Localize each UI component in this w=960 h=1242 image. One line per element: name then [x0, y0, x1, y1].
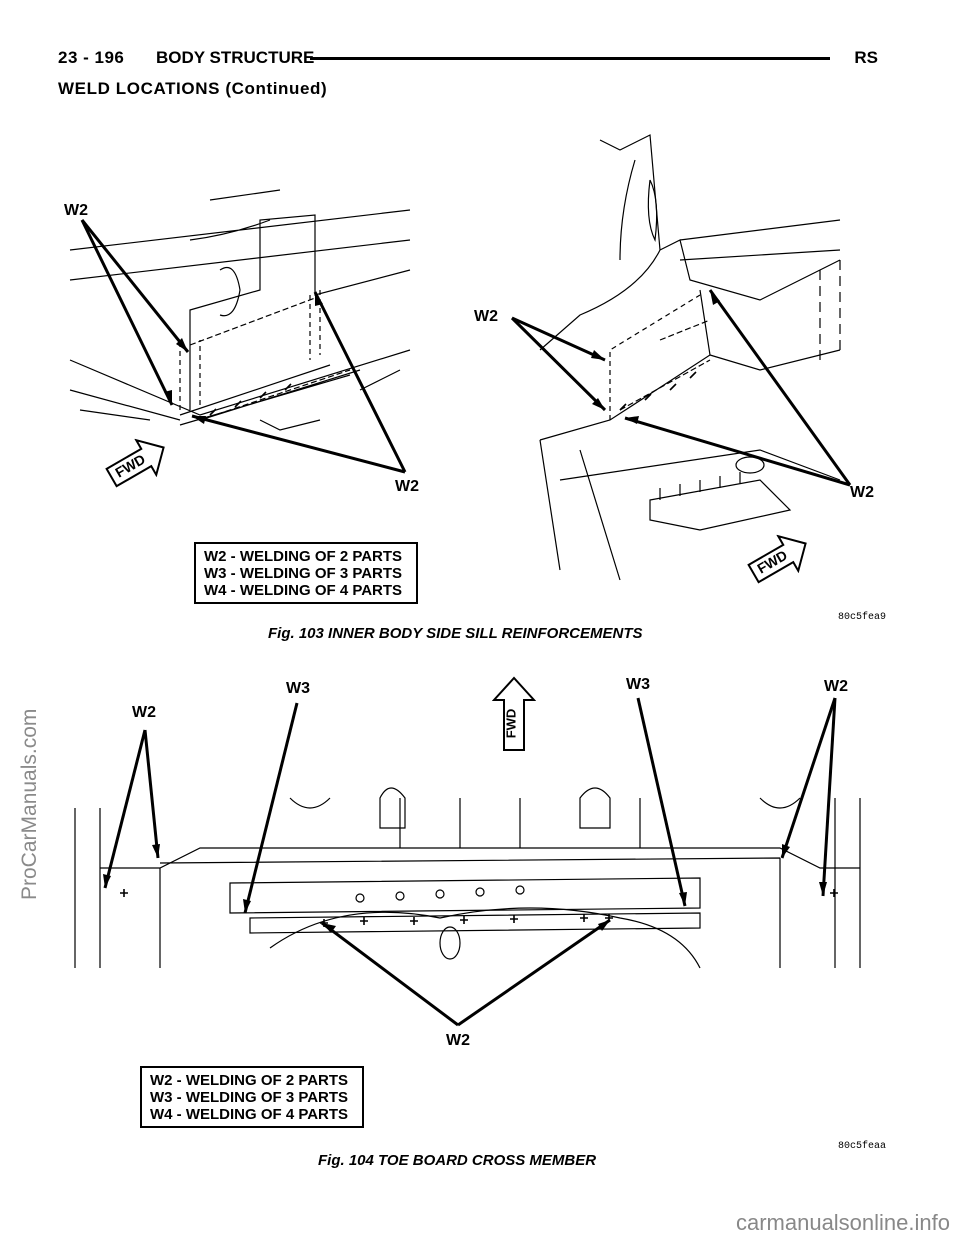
side-watermark-text: ProCarManuals.com: [18, 708, 41, 900]
side-watermark: ProCarManuals.com: [8, 520, 48, 900]
weld-legend: W2 - WELDING OF 2 PARTS W3 - WELDING OF …: [140, 1066, 364, 1128]
page-number: 23 - 196: [58, 48, 125, 67]
figure-caption: Fig. 104 TOE BOARD CROSS MEMBER: [318, 1152, 597, 1169]
right-arrows: [510, 289, 852, 487]
legend-w2: W2 - WELDING OF 2 PARTS: [204, 548, 403, 565]
legend-w3: W3 - WELDING OF 3 PARTS: [204, 565, 403, 582]
callout-w2-right: W2: [824, 678, 848, 695]
legend-w4: W4 - WELDING OF 4 PARTS: [204, 582, 403, 599]
arrows: [103, 697, 837, 1027]
figure-104-drawing: [74, 697, 861, 1027]
weld-legend: W2 - WELDING OF 2 PARTS W3 - WELDING OF …: [194, 542, 418, 604]
legend-w4: W4 - WELDING OF 4 PARTS: [150, 1106, 349, 1123]
callout-w3-right: W3: [626, 676, 650, 693]
callout-w2-4: W2: [850, 484, 874, 501]
page-header: 23 - 196 BODY STRUCTURE RS: [58, 48, 878, 72]
callout-w2-bottom: W2: [446, 1032, 470, 1049]
figure-caption: Fig. 103 INNER BODY SIDE SILL REINFORCEM…: [268, 625, 643, 642]
left-sill-sketch: [69, 189, 411, 431]
header-rule: [310, 57, 830, 60]
figure-103-drawing: [69, 134, 852, 581]
callout-w3-left: W3: [286, 680, 310, 697]
figure-id: 80c5feaa: [838, 1141, 887, 1152]
legend-w3: W3 - WELDING OF 3 PARTS: [150, 1089, 349, 1106]
left-arrows: [80, 219, 407, 474]
callout-w2-1: W2: [64, 202, 88, 219]
fwd-arrow-icon: FWD: [736, 523, 819, 596]
fwd-label: FWD: [503, 708, 519, 739]
legend-w2: W2 - WELDING OF 2 PARTS: [150, 1072, 349, 1089]
cross-member-sketch: [74, 787, 861, 969]
section-name: BODY STRUCTURE: [156, 48, 315, 67]
section-title: WELD LOCATIONS (Continued): [58, 79, 328, 98]
model-code: RS: [854, 48, 878, 67]
callout-w2-left: W2: [132, 704, 156, 721]
figure-103: W2 W2 W2 W2 FWD FWD W2 - WELDING OF 2 PA…: [60, 120, 900, 650]
fwd-arrow-icon: FWD: [492, 676, 536, 752]
bottom-watermark: carmanualsonline.info: [735, 1210, 950, 1235]
fwd-arrow-icon: FWD: [94, 427, 177, 500]
figure-id: 80c5fea9: [838, 612, 887, 623]
callout-w2-3: W2: [474, 308, 498, 325]
right-sill-sketch: [539, 134, 841, 581]
figure-104: W2 W3 W3 W2 W2 FWD W2 - WELDING OF 2 PAR…: [60, 668, 900, 1169]
callout-w2-2: W2: [395, 478, 419, 495]
